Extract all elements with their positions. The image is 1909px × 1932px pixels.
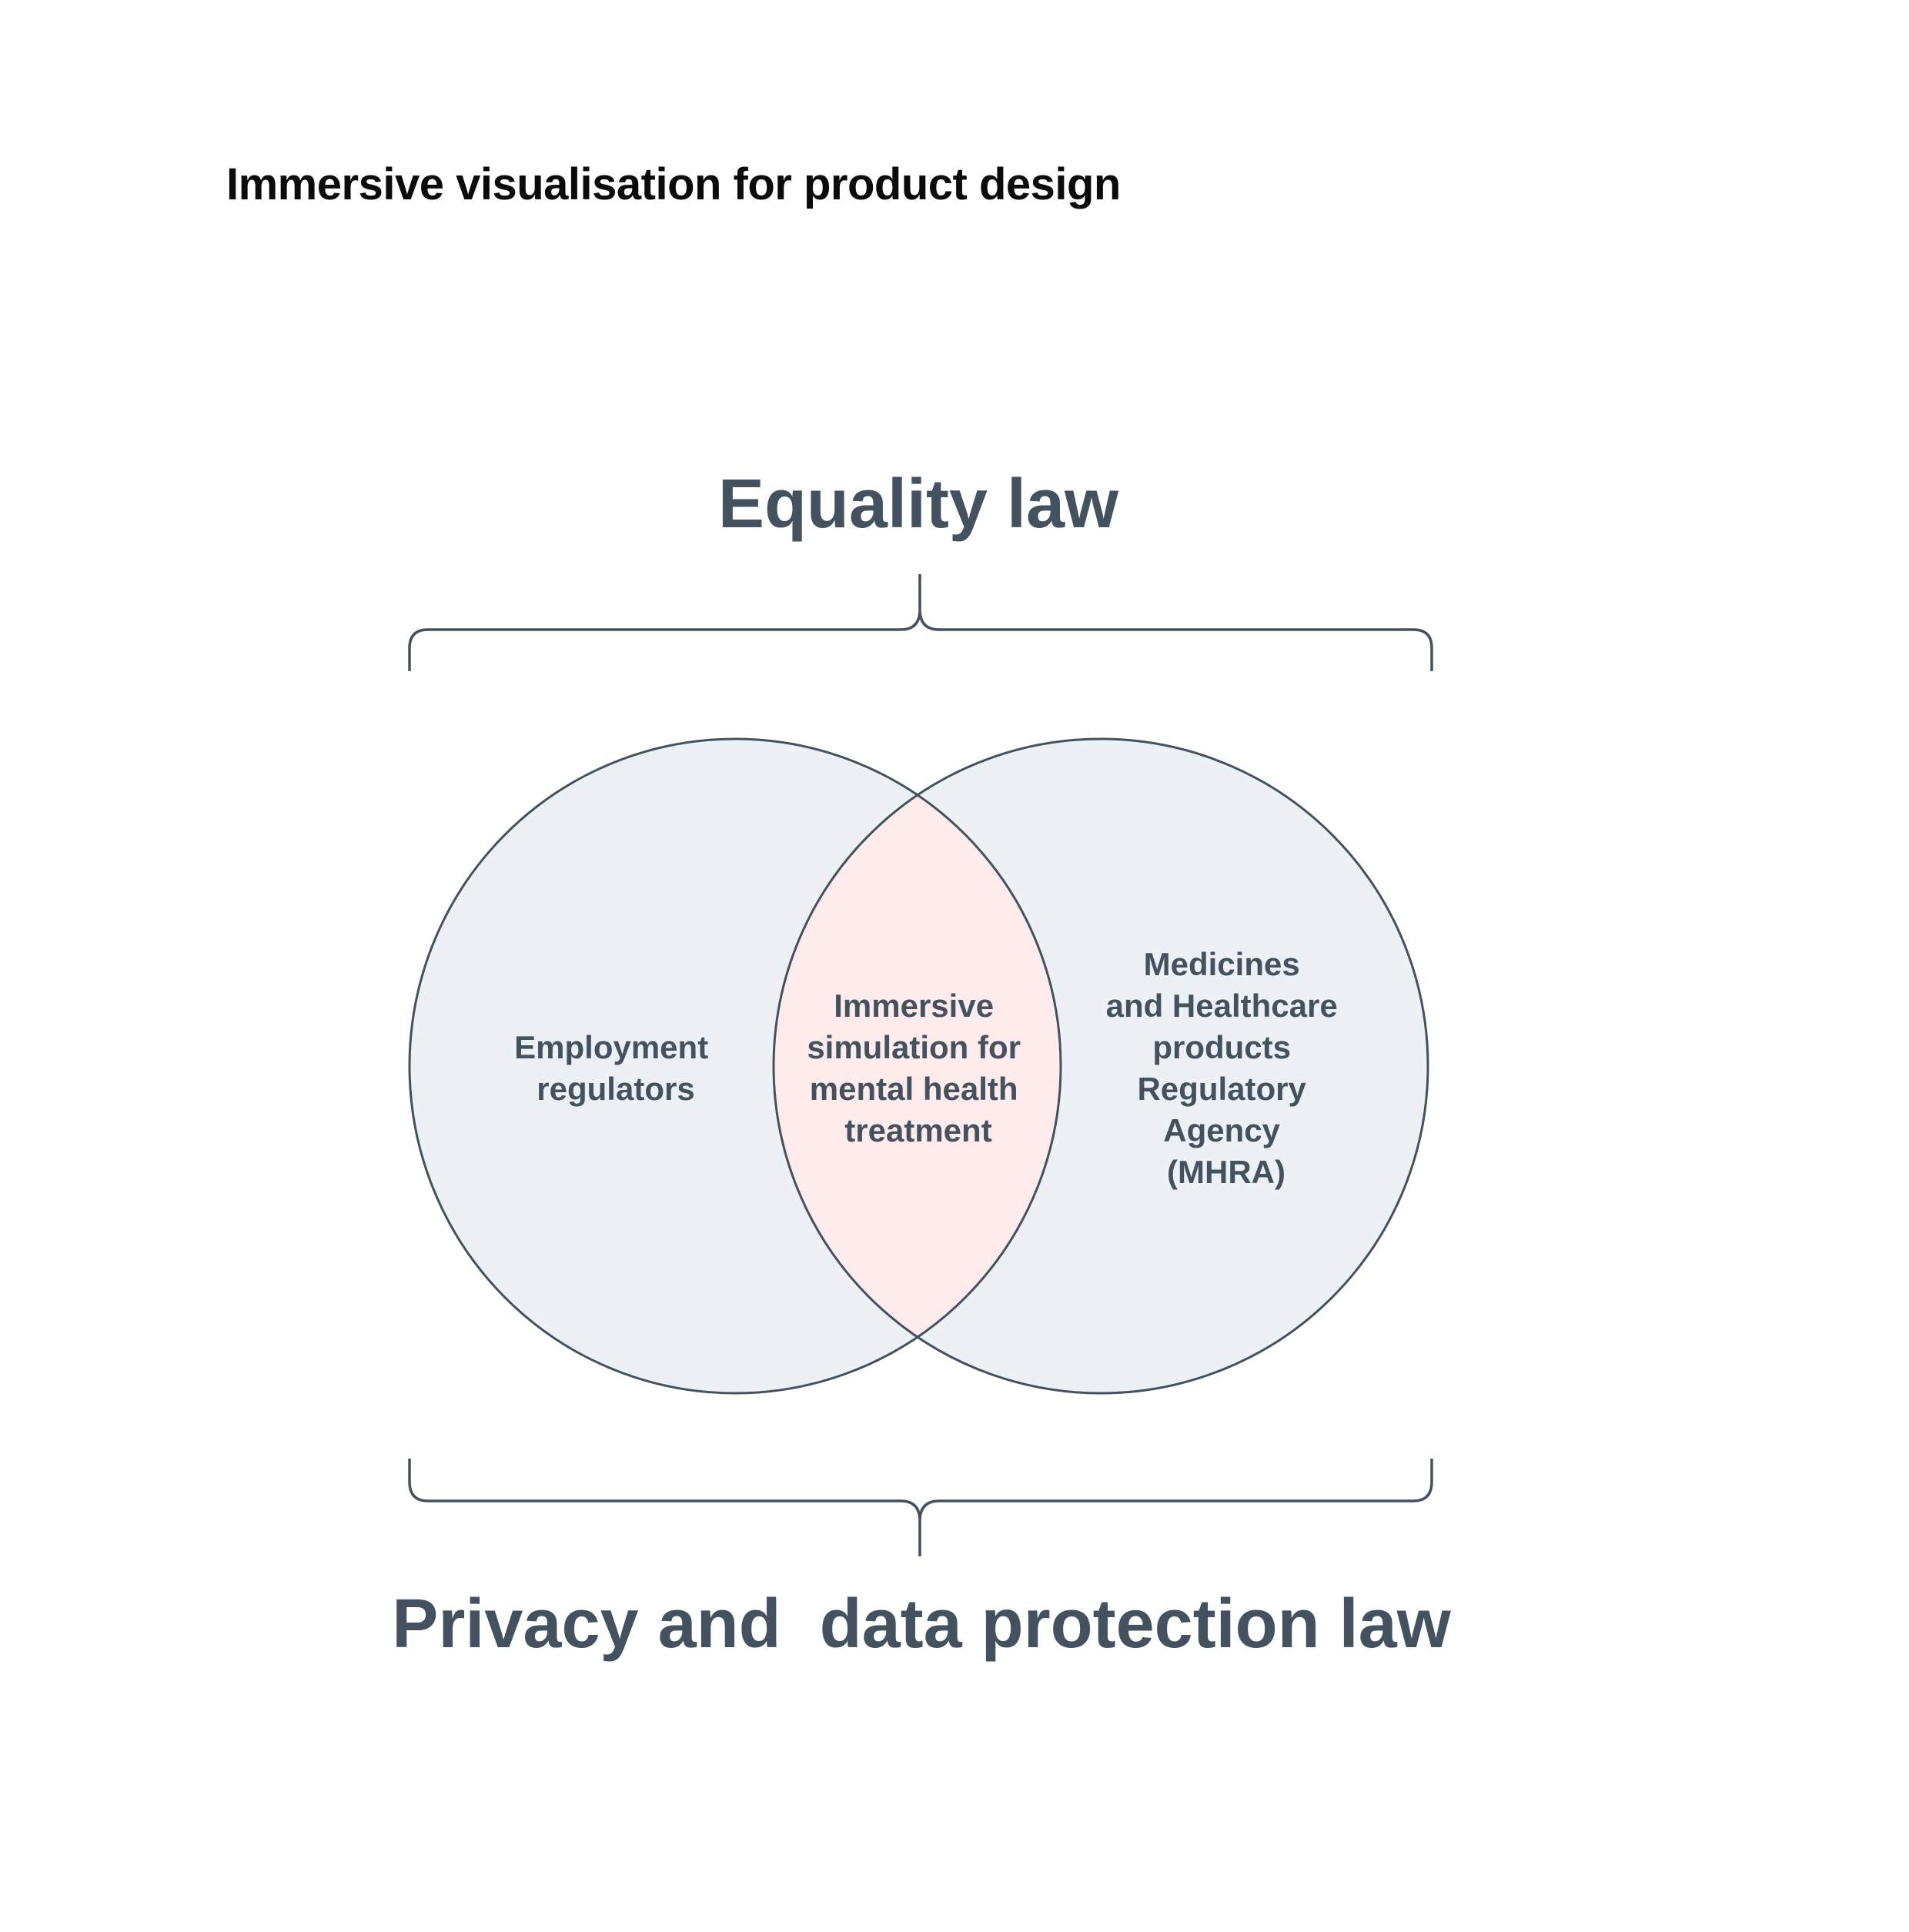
- privacy-law-label: Privacy and data protection law: [392, 1586, 1451, 1663]
- left-set-outline: [408, 737, 1062, 1395]
- intersection-label: Immersive simulation for mental health t…: [807, 988, 1029, 1148]
- equality-law-label: Equality law: [718, 466, 1119, 543]
- page-title: Immersive visualisation for product desi…: [226, 159, 1121, 209]
- right-set-label-line: and Healthcare: [1106, 988, 1338, 1024]
- top-bracket: [408, 574, 1433, 671]
- right-set-label-line: Regulatory: [1137, 1071, 1306, 1107]
- right-set-label: Medicines and Healthcare products Regula…: [1106, 946, 1347, 1190]
- right-set-outline: [772, 737, 1429, 1395]
- intersection-label-line: mental health: [810, 1071, 1018, 1107]
- bottom-bracket: [408, 1459, 1433, 1556]
- right-set-label-line: Medicines: [1144, 946, 1300, 982]
- intersection-region: [774, 739, 1061, 1393]
- right-set-label-line: (MHRA): [1167, 1154, 1285, 1190]
- intersection-label-line: Immersive: [834, 988, 994, 1024]
- right-set-label-line: Agency: [1163, 1112, 1280, 1148]
- left-set-label: Employment regulators: [514, 1029, 717, 1107]
- intersection-label-line: treatment: [844, 1112, 991, 1148]
- intersection-label-line: simulation for: [807, 1029, 1021, 1065]
- left-set-label-line: regulators: [537, 1071, 694, 1107]
- left-set-label-line: Employment: [514, 1029, 708, 1065]
- right-set-label-line: products: [1152, 1029, 1291, 1065]
